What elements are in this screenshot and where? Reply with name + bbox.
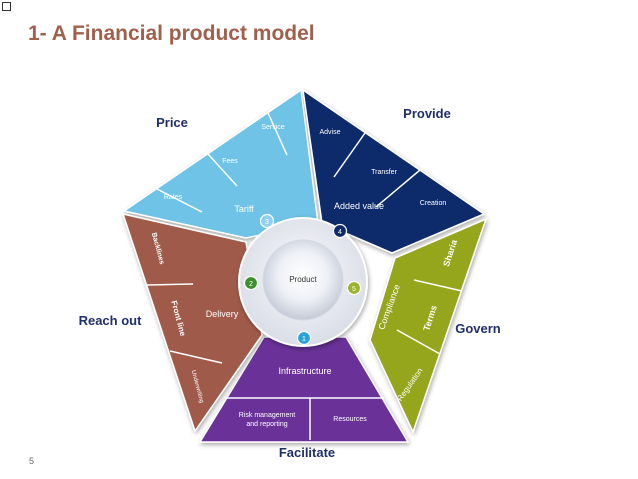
slide-title: 1- A Financial product model [28, 22, 315, 45]
price-item-rates: Rates [164, 194, 183, 201]
svg-text:2: 2 [249, 281, 253, 288]
badge-govern: 5 [346, 280, 362, 296]
segment-provide: Advise Transfer Creation Added value [302, 88, 486, 254]
provide-item-transfer: Transfer [371, 169, 397, 176]
provide-divider [375, 169, 421, 208]
reach-divider [169, 350, 223, 364]
price-divider [156, 188, 203, 213]
svg-text:4: 4 [338, 229, 342, 236]
price-item-fees: Fees [222, 158, 238, 165]
provide-divider [333, 132, 366, 178]
facilitate-item-risk: Risk management [239, 412, 295, 419]
svg-text:1: 1 [302, 336, 306, 343]
facilitate-item-reporting: and reporting [246, 421, 287, 428]
price-wedge [122, 88, 319, 239]
product-core: Product [238, 217, 368, 347]
govern-divider [396, 329, 441, 355]
price-divider [207, 153, 238, 187]
price-main-label: Tariff [234, 204, 254, 214]
facilitate-main-label: Infrastructure [278, 366, 331, 376]
price-item-service: Service [261, 124, 284, 131]
label-provide: Provide [403, 106, 451, 121]
segment-facilitate: Infrastructure Risk management and repor… [198, 336, 410, 443]
badge-provide: 4 [332, 223, 348, 239]
segment-price: Service Fees Rates Tariff [122, 88, 319, 239]
price-divider [267, 112, 288, 156]
product-label: Product [289, 275, 317, 284]
page-number: 5 [29, 456, 35, 466]
svg-text:3: 3 [265, 219, 269, 226]
provide-main-label: Added value [334, 201, 384, 211]
badge-reach: 2 [243, 275, 259, 291]
label-price: Price [156, 115, 188, 130]
label-govern: Govern [455, 321, 501, 336]
reach-divider [146, 283, 194, 286]
label-facilitate: Facilitate [279, 445, 335, 460]
provide-item-creation: Creation [420, 200, 447, 207]
govern-divider [413, 279, 463, 292]
provide-wedge [302, 88, 486, 254]
label-reach-out: Reach out [79, 313, 143, 328]
reach-main-label: Delivery [206, 309, 239, 319]
segment-reach: Backlines Front line Underwriting Delive… [121, 212, 263, 433]
badge-facilitate: 1 [296, 330, 312, 346]
product-inner-circle [262, 239, 344, 321]
reach-wedge [121, 212, 263, 433]
govern-wedge [369, 217, 488, 435]
slide-corner-marker [2, 2, 11, 11]
badge-price: 3 [259, 213, 275, 229]
provide-item-advise: Advise [319, 129, 340, 136]
svg-text:5: 5 [352, 286, 356, 293]
facilitate-item-resources: Resources [333, 416, 367, 423]
